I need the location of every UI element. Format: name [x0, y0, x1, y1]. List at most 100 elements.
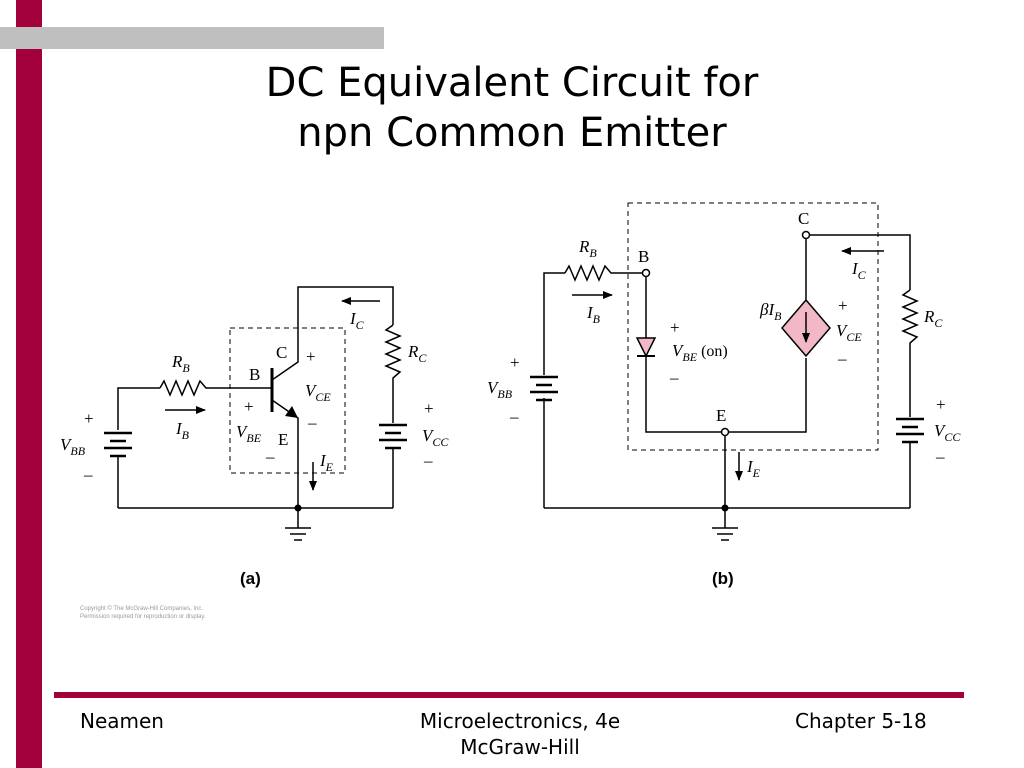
a-label-ie: IE [319, 451, 334, 474]
a-ground-symbol [285, 508, 311, 541]
b-vcc-battery [896, 417, 924, 444]
a-label-rb: RB [171, 352, 190, 375]
a-rb-main: R [171, 352, 183, 371]
b-rb-resistor [564, 264, 643, 282]
b-rc-resistor [901, 289, 919, 417]
b-vcc-minus: – [935, 447, 945, 466]
copyright-line-1: Copyright © The McGraw-Hill Companies, I… [80, 606, 204, 612]
a-vcc-sub: CC [432, 435, 449, 449]
a-vbe-plus: + [244, 397, 254, 416]
footer-author: Neamen [80, 709, 164, 733]
a-rc-main: R [407, 342, 419, 361]
a-vce-sub: CE [315, 390, 331, 404]
b-vcc-main: V [934, 421, 947, 440]
b-vcc-sub: CC [944, 430, 961, 444]
a-vce-main: V [305, 381, 318, 400]
b-ic-sub: C [858, 268, 867, 282]
a-vbb-battery [104, 431, 132, 458]
a-label-ic: IC [349, 309, 365, 332]
b-ground-symbol [712, 508, 738, 541]
b-node-e [720, 427, 730, 437]
b-label-b: B [638, 247, 649, 266]
b-node-c [801, 230, 811, 240]
a-label-rc: RC [407, 342, 427, 365]
left-accent-bar [16, 0, 42, 768]
a-label-ib: IB [175, 419, 190, 442]
b-vbe-minus: – [669, 368, 679, 387]
b-vbe-sub: BE [682, 350, 697, 364]
b-label-rb: RB [578, 237, 597, 260]
a-vbe-main: V [236, 422, 249, 441]
b-ic-main: I [851, 259, 859, 278]
footer-publisher: McGraw-Hill [460, 735, 580, 759]
footer-book-title: Microelectronics, 4e [419, 709, 621, 733]
b-emitter-right-wire [729, 358, 807, 433]
a-vcc-battery [379, 423, 407, 450]
b-label-c: C [798, 209, 809, 228]
a-label-c: C [276, 343, 287, 362]
b-caption: (b) [712, 569, 734, 588]
a-vbe-sub: BE [246, 431, 261, 445]
a-rb-resistor [159, 379, 272, 397]
b-ib-main: I [586, 303, 594, 322]
b-rb-sub: B [589, 246, 597, 260]
b-label-vbe: VBE (on) [672, 341, 728, 364]
b-dashed-box [627, 202, 879, 451]
a-ic-sub: C [356, 318, 365, 332]
b-label-e: E [716, 406, 726, 425]
b-rb-main: R [578, 237, 590, 256]
a-ib-main: I [175, 419, 183, 438]
b-vbb-minus: – [509, 407, 519, 426]
b-beta-ib-sub: B [774, 309, 782, 323]
bottom-accent-bar [54, 692, 964, 698]
a-rc-resistor [384, 324, 402, 423]
b-label-vbb: VBB [487, 378, 513, 401]
b-vbe-plus: + [670, 318, 680, 337]
b-ib-sub: B [593, 312, 601, 326]
a-vbb-main: V [60, 435, 73, 454]
b-vbe-main: V [672, 341, 685, 360]
b-vce-main: V [836, 321, 849, 340]
a-emitter-arrowhead [285, 406, 298, 418]
a-vbb-left-wire [117, 387, 160, 508]
a-label-e: E [278, 430, 288, 449]
b-collector-right-wire [810, 234, 911, 290]
a-label-b: B [249, 365, 260, 384]
circuit-a-labels: C B E RB IB + VBB – + VBE – + VCE – IC R… [60, 309, 449, 588]
b-label-ib: IB [586, 303, 601, 326]
b-rc-main: R [923, 307, 935, 326]
a-ie-sub: E [325, 460, 334, 474]
a-ie-main: I [319, 451, 327, 470]
b-vcc-plus: + [936, 395, 946, 414]
a-ib-sub: B [182, 428, 190, 442]
title-line-2: npn Common Emitter [297, 110, 727, 156]
copyright-notice: Copyright © The McGraw-Hill Companies, I… [80, 605, 206, 621]
a-rc-sub: C [418, 351, 427, 365]
circuit-b [530, 202, 924, 541]
b-vbe-suffix: (on) [697, 343, 728, 360]
a-ic-main: I [349, 309, 357, 328]
a-vbb-plus: + [84, 409, 94, 428]
footer-chapter: Chapter 5-18 [795, 709, 927, 733]
b-vce-minus: – [837, 349, 847, 368]
b-label-beta-ib: βIB [759, 300, 782, 323]
footer-book: Microelectronics, 4e McGraw-Hill [380, 708, 660, 760]
top-gray-bar [0, 27, 384, 49]
copyright-line-2: Permission required for reproduction or … [80, 614, 206, 620]
b-vbb-battery [530, 375, 558, 402]
b-vce-sub: CE [846, 330, 862, 344]
a-label-vbe: VBE [236, 422, 262, 445]
b-diode-lower-wire [645, 356, 721, 433]
circuit-b-labels: B C E RB IB + VBB – + VBE (on) – βIB + V… [487, 209, 961, 588]
a-vbb-minus: – [83, 465, 93, 484]
b-label-vcc: VCC [934, 421, 961, 444]
slide-title: DC Equivalent Circuit for npn Common Emi… [160, 58, 864, 158]
b-label-vce: VCE [836, 321, 862, 344]
b-ie-main: I [746, 457, 754, 476]
a-vbb-sub: BB [70, 444, 85, 458]
b-label-rc: RC [923, 307, 943, 330]
b-vbb-sub: BB [497, 387, 512, 401]
a-label-vce: VCE [305, 381, 331, 404]
b-vbb-main: V [487, 378, 500, 397]
